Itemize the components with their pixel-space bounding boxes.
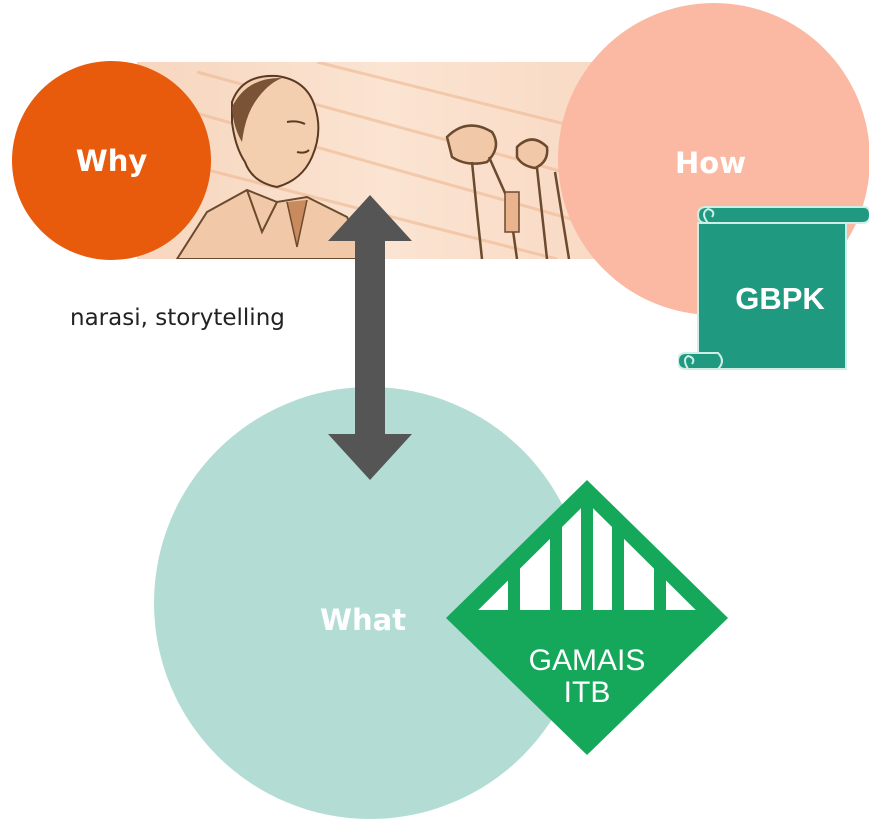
logo-line2: ITB (563, 676, 611, 709)
connector-label: narasi, storytelling (70, 305, 285, 331)
scroll-icon: GBPK (678, 203, 869, 375)
why-circle: Why (12, 61, 211, 260)
double-arrow-icon (320, 195, 420, 480)
gamais-logo-icon: GAMAIS ITB (446, 480, 728, 755)
scroll-label: GBPK (735, 281, 825, 316)
why-label: Why (75, 143, 148, 178)
how-label: How (675, 146, 746, 180)
what-label: What (320, 603, 407, 637)
logo-line1: GAMAIS (528, 644, 646, 677)
